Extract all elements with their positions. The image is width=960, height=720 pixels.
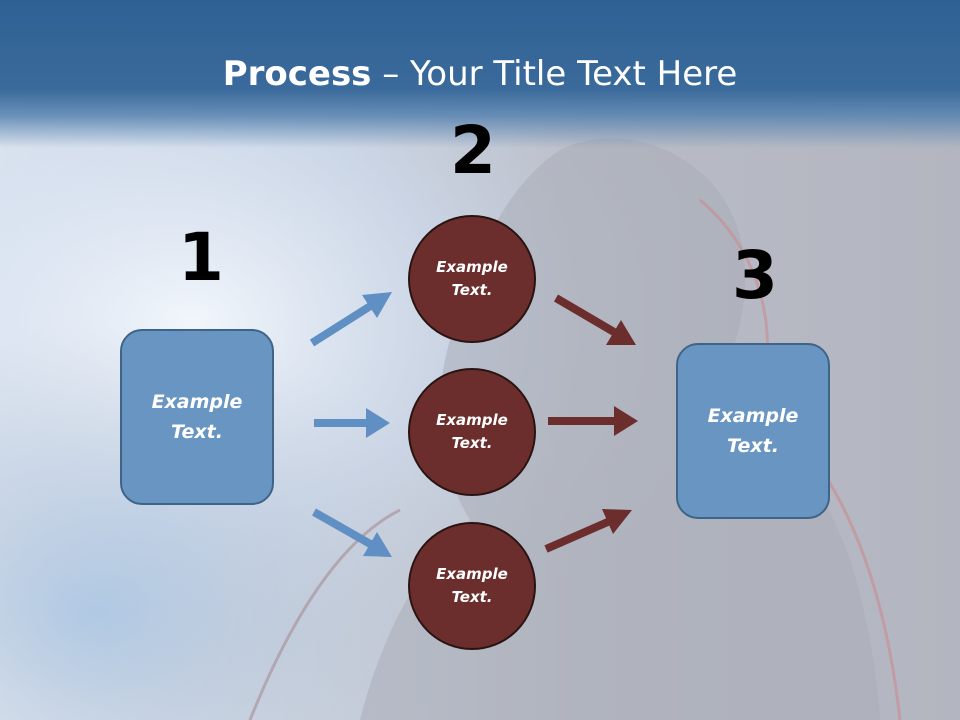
left-box-line2: Text. (171, 421, 223, 443)
circle-bottom-line1: Example (436, 565, 508, 583)
right-box-line2: Text. (727, 435, 779, 457)
left-box-line1: Example (151, 391, 243, 413)
circle-middle-line2: Text. (451, 434, 493, 452)
circle-middle-line1: Example (436, 411, 508, 429)
blue-arrow-up (309, 292, 392, 347)
right-process-box: Example Text. (676, 343, 830, 519)
red-arrow-mid (548, 406, 638, 436)
circle-top-line2: Text. (451, 281, 493, 299)
red-arrow-up (553, 294, 636, 345)
step-number-1: 1 (178, 219, 224, 296)
circle-bottom-line2: Text. (451, 588, 493, 606)
process-circle-middle: Example Text. (408, 368, 536, 496)
process-circle-bottom: Example Text. (408, 522, 536, 650)
right-box-line1: Example (707, 405, 799, 427)
left-process-box: Example Text. (120, 329, 274, 505)
left-box-text: Example Text. (152, 387, 243, 447)
right-box-text: Example Text. (708, 401, 799, 461)
red-arrow-down (544, 509, 632, 553)
blue-arrow-down (312, 508, 392, 557)
step-number-2: 2 (450, 112, 496, 189)
blue-arrow-mid (314, 408, 390, 438)
slide-title: Process – Your Title Text Here (0, 52, 960, 96)
step-number-3: 3 (732, 237, 778, 314)
title-band (0, 0, 960, 148)
circle-top-line1: Example (436, 258, 508, 276)
title-bold: Process (222, 54, 372, 94)
process-circle-top: Example Text. (408, 215, 536, 343)
title-rest: – Your Title Text Here (371, 54, 738, 94)
